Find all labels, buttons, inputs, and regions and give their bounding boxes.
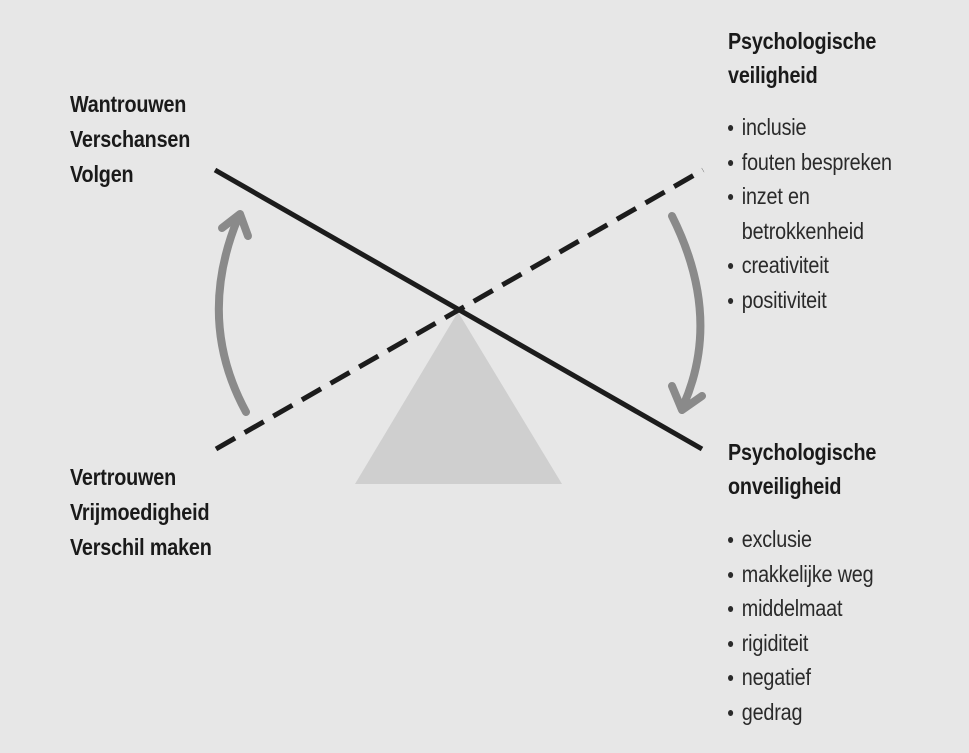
list-item-text: fouten bespreken: [741, 148, 892, 175]
list-item-text: rigiditeit: [741, 629, 809, 656]
left-top-line: Wantrouwen: [70, 91, 187, 117]
bullet-dot: [728, 297, 734, 304]
safety-heading-line: Psychologische: [728, 28, 877, 54]
bullet-dot: [728, 159, 734, 166]
list-item-text: gedrag: [741, 698, 803, 725]
bullet-dot: [728, 640, 734, 647]
bullet-dot: [728, 125, 734, 131]
list-item-text: inclusie: [741, 114, 807, 140]
bullet-dot: [728, 194, 734, 201]
list-item: middelmaat: [728, 591, 873, 626]
unsafety-heading-line: Psychologische: [728, 439, 877, 465]
list-item: inclusie: [728, 110, 892, 145]
left-top-labels: Wantrouwen Verschansen Volgen: [70, 87, 190, 192]
safety-heading: Psychologische veiligheid: [728, 24, 876, 92]
bullet-dot: [728, 709, 734, 716]
list-item-text: makkelijke weg: [741, 560, 874, 587]
left-bottom-labels: Vertrouwen Vrijmoedigheid Verschil maken: [70, 460, 212, 565]
list-item: positiviteit: [728, 283, 892, 318]
left-bottom-line: Vertrouwen: [70, 464, 177, 490]
list-item: negatief: [728, 660, 873, 695]
list-item: inzet en betrokkenheid: [728, 179, 892, 248]
list-item: exclusie: [728, 522, 873, 557]
bullet-dot: [728, 537, 734, 543]
unsafety-heading: Psychologische onveiligheid: [728, 435, 876, 503]
list-item-text: middelmaat: [741, 595, 843, 622]
list-item-text: positiviteit: [741, 286, 827, 313]
unsafety-list: exclusie makkelijke weg middelmaat rigid…: [728, 522, 874, 730]
left-bottom-line: Verschil maken: [70, 534, 212, 560]
list-item: gedrag: [728, 695, 873, 730]
left-top-line: Verschansen: [70, 126, 191, 152]
bullet-dot: [728, 263, 734, 270]
bullet-dot: [728, 571, 734, 578]
unsafety-heading-line: onveiligheid: [728, 473, 842, 499]
list-item: creativiteit: [728, 248, 892, 283]
bullet-dot: [728, 606, 734, 613]
list-item-text: inzet en: [741, 183, 810, 210]
list-item-text: negatief: [741, 664, 811, 691]
fulcrum-triangle: [355, 312, 562, 484]
list-item: fouten bespreken: [728, 145, 892, 180]
list-item-text: betrokkenheid: [741, 217, 864, 244]
right-curved-arrow-down: [668, 212, 706, 414]
safety-list: inclusie fouten bespreken inzet en betrok…: [728, 110, 892, 318]
bullet-dot: [728, 675, 734, 682]
list-item: makkelijke weg: [728, 557, 874, 592]
list-item-text: creativiteit: [741, 252, 829, 279]
list-item-text: exclusie: [741, 526, 812, 552]
left-bottom-line: Vrijmoedigheid: [70, 499, 210, 525]
left-top-line: Volgen: [70, 161, 134, 187]
left-curved-arrow-up: [214, 210, 252, 416]
list-item: rigiditeit: [728, 626, 873, 661]
safety-heading-line: veiligheid: [728, 62, 818, 88]
dashed-line-trust-to-safety: [214, 167, 705, 452]
